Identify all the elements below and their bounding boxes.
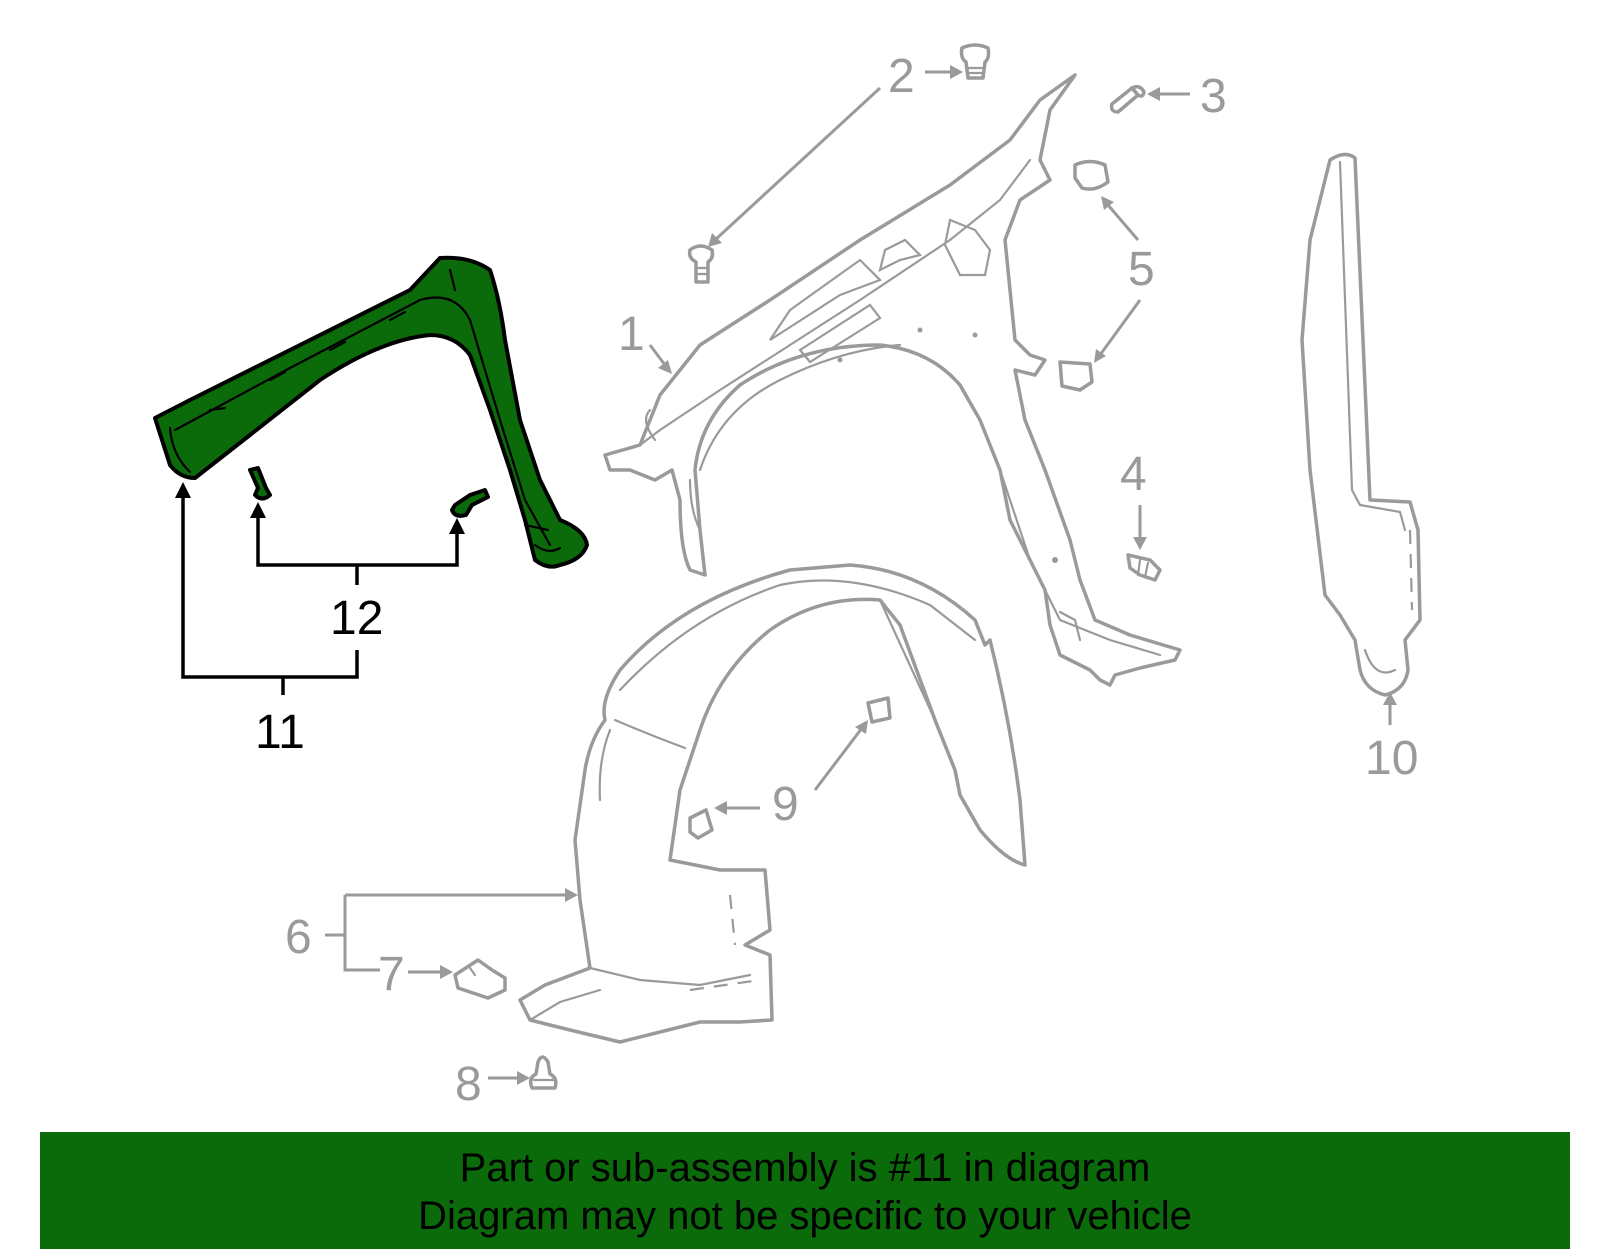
cap-part-5-lower[interactable] [1058,360,1094,392]
fender-flare-part-11[interactable] [153,255,589,569]
leader-3 [1147,87,1190,101]
seal-part-10[interactable] [1300,152,1422,697]
leader-9 [714,720,868,815]
banner-line-disclaimer: Diagram may not be specific to your vehi… [418,1194,1192,1238]
bolt-part-2-lower[interactable] [687,244,715,284]
callout-5: 5 [1128,243,1155,296]
leader-1 [648,344,672,374]
leader-8 [488,1071,530,1085]
clip-part-12-left[interactable] [248,466,272,501]
callout-7: 7 [378,948,405,1001]
callout-4: 4 [1120,448,1147,501]
callout-6: 6 [285,911,312,964]
leader-12 [250,502,465,585]
info-banner: Part or sub-assembly is #11 in diagram D… [40,1132,1570,1249]
cap-part-5-upper[interactable] [1073,159,1110,191]
leader-7 [408,965,453,979]
banner-line-part-number: Part or sub-assembly is #11 in diagram [459,1146,1151,1190]
callout-1: 1 [618,308,645,361]
fender-panel-part-1[interactable] [603,73,1182,687]
plug-part-9-upper[interactable] [866,696,892,724]
callout-2: 2 [888,50,915,103]
callout-9: 9 [772,778,799,831]
screw-part-4[interactable] [1126,553,1162,582]
screw-part-3[interactable] [1109,84,1146,114]
callout-3: 3 [1200,70,1227,123]
callout-8: 8 [455,1058,482,1111]
plug-part-9-lower[interactable] [688,808,714,840]
clip-part-12-right[interactable] [450,488,490,518]
callout-11: 11 [255,706,305,759]
wheel-liner-part-6[interactable] [518,563,1027,1044]
leader-10 [1383,692,1397,725]
leader-4 [1133,505,1147,550]
callout-12: 12 [330,592,383,645]
pushpin-part-8[interactable] [528,1055,558,1090]
leader-2 [708,65,963,247]
bolt-part-2-top[interactable] [959,43,991,80]
leader-5 [1094,196,1142,363]
clip-part-7[interactable] [453,958,507,1000]
callout-10: 10 [1365,732,1418,785]
leader-6 [325,888,578,972]
leader-11 [175,482,359,695]
